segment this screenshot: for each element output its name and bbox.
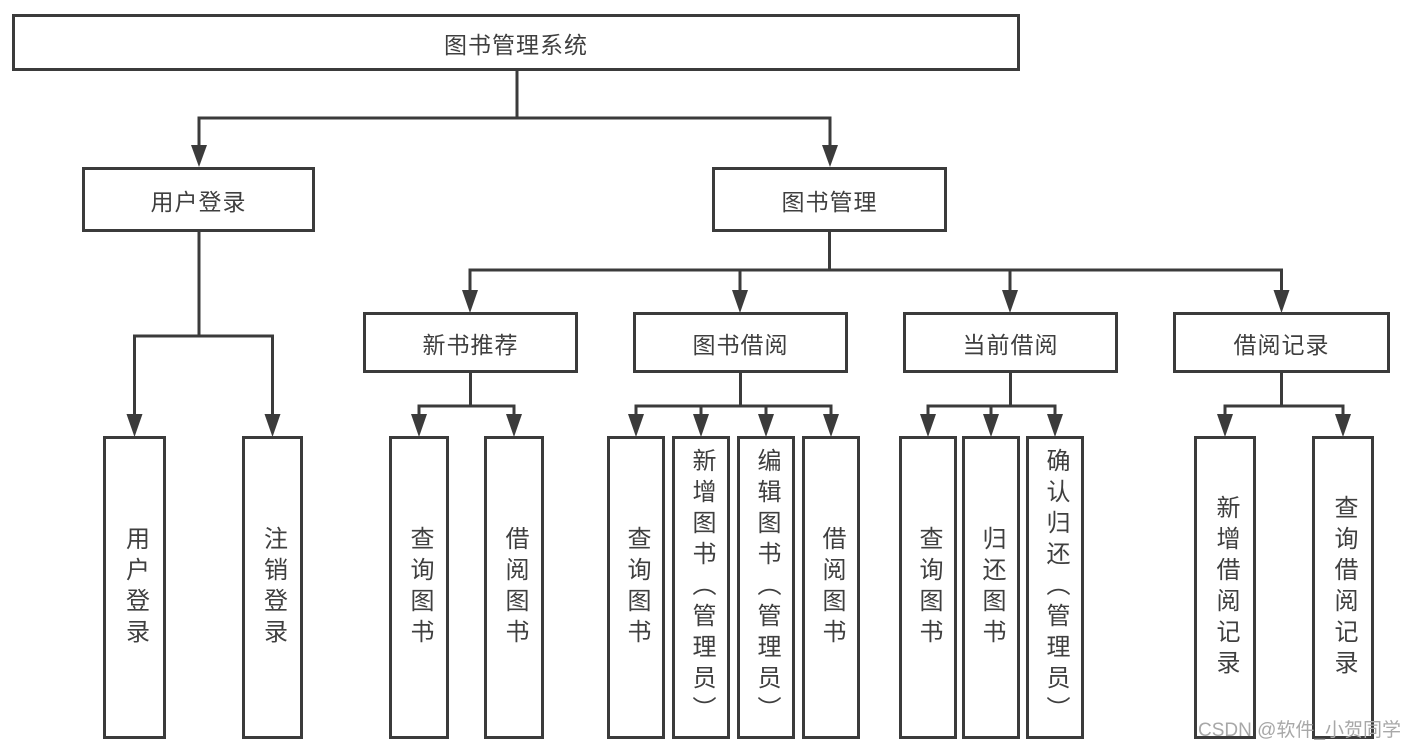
leaf-query-books-recommend-label: 查询图书 [406,525,433,650]
node-book-borrow: 图书借阅 [633,312,848,373]
arrowhead [191,145,207,167]
arrowhead [126,414,143,437]
node-book-management: 图书管理 [712,167,947,232]
node-borrow-records-label: 借阅记录 [1233,331,1330,358]
arrowhead [506,414,522,437]
arrowhead [823,414,839,437]
node-current-borrow: 当前借阅 [903,312,1118,373]
arrowhead [1002,290,1018,313]
node-user-login: 用户登录 [82,167,315,232]
node-root: 图书管理系统 [12,14,1020,71]
leaf-query-borrow-record: 查询借阅记录 [1312,436,1374,739]
leaf-borrow-books: 借阅图书 [802,436,860,739]
arrowhead [1217,414,1233,437]
arrowhead [983,414,999,437]
arrowhead [920,414,936,437]
leaf-borrow-books-label: 借阅图书 [818,525,845,650]
leaf-query-books-current: 查询图书 [899,436,957,739]
leaf-edit-book-admin-label: 编辑图书（管理员） [753,448,780,727]
node-book-management-label: 图书管理 [781,188,878,215]
leaf-user-login: 用户登录 [103,436,166,739]
leaf-borrow-books-recommend: 借阅图书 [484,436,544,739]
connector-current-borrow-children [920,373,1063,437]
leaf-logout-label: 注销登录 [259,525,287,650]
arrowhead [822,145,838,167]
leaf-query-books-current-label: 查询图书 [915,525,942,650]
node-book-borrow-label: 图书借阅 [692,331,789,358]
arrowhead [758,414,774,437]
arrowhead [628,414,644,437]
leaf-query-borrow-record-label: 查询借阅记录 [1330,494,1357,681]
leaf-add-book-admin-label: 新增图书（管理员） [688,448,715,727]
arrowhead [411,414,427,437]
node-root-label: 图书管理系统 [444,31,588,58]
connector-new-book-recommend-children [411,373,522,437]
leaf-user-login-label: 用户登录 [121,525,149,650]
arrowhead [1047,414,1063,437]
connector-user-login-children [126,232,281,437]
leaf-return-books: 归还图书 [962,436,1020,739]
arrowhead [693,414,709,437]
leaf-query-books-recommend: 查询图书 [389,436,449,739]
node-user-login-label: 用户登录 [150,188,247,215]
node-borrow-records: 借阅记录 [1173,312,1390,373]
leaf-edit-book-admin: 编辑图书（管理员） [737,436,795,739]
node-new-book-recommend: 新书推荐 [363,312,578,373]
csdn-watermark: CSDN @软件_小贺同学 [1198,720,1401,741]
arrowhead [732,290,748,313]
arrowhead [462,290,478,313]
leaf-query-books-borrow-label: 查询图书 [623,525,650,650]
leaf-return-books-label: 归还图书 [978,525,1005,650]
leaf-confirm-return-admin: 确认归还（管理员） [1026,436,1084,739]
arrowhead [264,414,281,437]
leaf-add-borrow-record: 新增借阅记录 [1194,436,1256,739]
leaf-add-borrow-record-label: 新增借阅记录 [1212,494,1239,681]
node-current-borrow-label: 当前借阅 [962,331,1059,358]
leaf-query-books-borrow: 查询图书 [607,436,665,739]
arrowhead [1335,414,1351,437]
leaf-borrow-books-recommend-label: 借阅图书 [501,525,528,650]
arrowhead [1273,290,1290,313]
connector-root-to-level2 [191,70,838,167]
leaf-add-book-admin: 新增图书（管理员） [672,436,730,739]
connector-borrow-records-children [1217,373,1351,437]
connector-book-borrow-children [628,373,839,437]
node-new-book-recommend-label: 新书推荐 [422,331,519,358]
leaf-logout: 注销登录 [242,436,303,739]
connector-book-management-children [462,232,1290,313]
leaf-confirm-return-admin-label: 确认归还（管理员） [1042,448,1069,727]
